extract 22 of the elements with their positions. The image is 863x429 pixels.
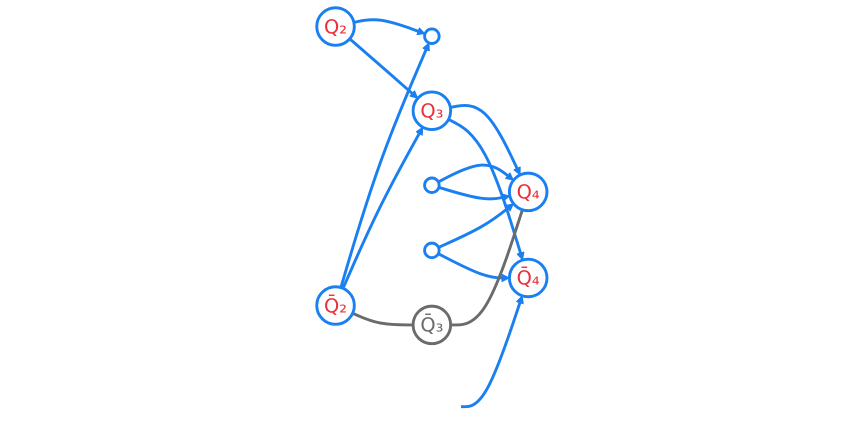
- arrow: [353, 18, 426, 36]
- arrow: [448, 118, 524, 260]
- arrow: [450, 104, 520, 176]
- arrow: [438, 186, 510, 202]
- arrow: [438, 203, 514, 249]
- connector: [352, 312, 413, 326]
- node-circle: Q̄₃: [411, 304, 452, 346]
- node-circle: Q₄: [508, 172, 548, 212]
- connector: [450, 209, 524, 326]
- node-circle: Q̄₄: [508, 258, 548, 298]
- arrow: [339, 42, 430, 288]
- node-circle: Q₃: [411, 90, 452, 131]
- arrow: [341, 126, 423, 289]
- arrow: [437, 164, 514, 184]
- node-circle: Q̄₂: [314, 285, 356, 326]
- arrow: [348, 38, 418, 99]
- arrow: [437, 252, 510, 282]
- arrow: [460, 295, 524, 408]
- node-circle: Q₂: [314, 6, 356, 47]
- node-circle: [422, 28, 440, 45]
- node-circle: [422, 176, 440, 194]
- node-circle: [422, 242, 440, 260]
